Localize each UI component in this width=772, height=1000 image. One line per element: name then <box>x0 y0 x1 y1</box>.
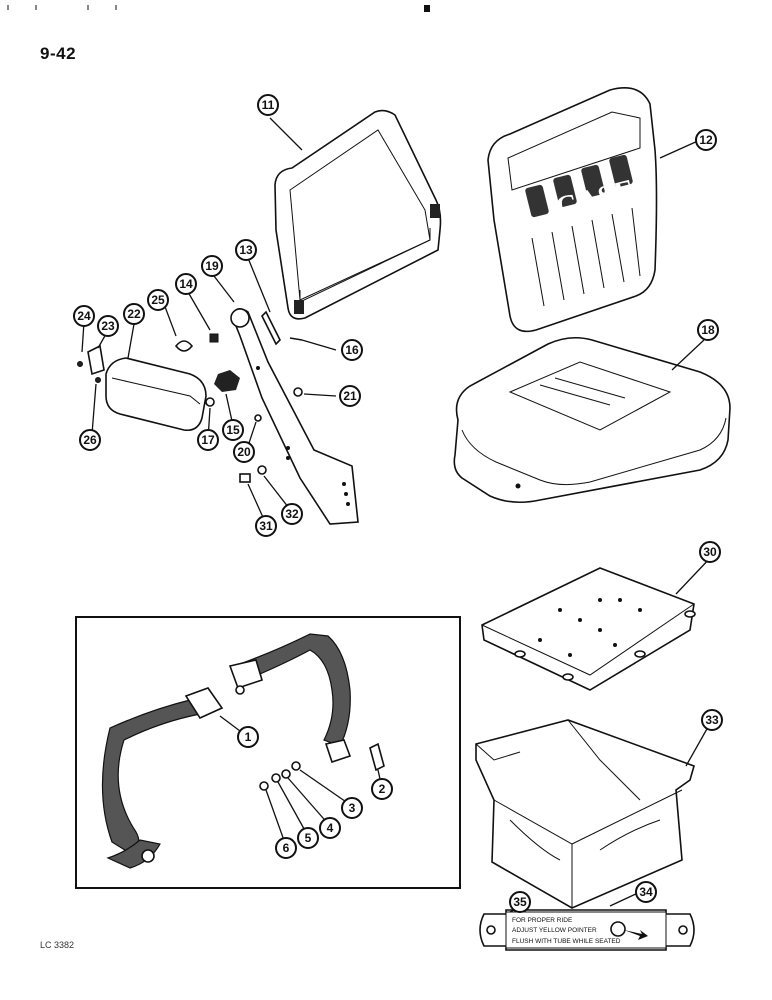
seat-belt-inset <box>75 616 461 889</box>
svg-text:32: 32 <box>285 507 299 521</box>
svg-text:18: 18 <box>701 323 715 337</box>
svg-text:21: 21 <box>343 389 357 403</box>
callout-5: 5 <box>297 827 319 849</box>
callout-16: 16 <box>341 339 363 361</box>
decal-line-3: FLUSH WITH TUBE WHILE SEATED <box>512 938 621 945</box>
callout-22: 22 <box>123 303 145 325</box>
svg-text:31: 31 <box>259 519 273 533</box>
svg-text:11: 11 <box>262 98 275 112</box>
decal-line-2: ADJUST YELLOW POINTER <box>512 927 597 934</box>
svg-text:17: 17 <box>201 433 215 447</box>
svg-text:25: 25 <box>151 293 165 307</box>
page-number: 9-42 <box>40 44 77 63</box>
callout-14: 14 <box>175 273 197 295</box>
svg-text:19: 19 <box>205 259 219 273</box>
callout-32: 32 <box>281 503 303 525</box>
callout-35: 35 <box>509 891 531 913</box>
callout-3: 3 <box>341 797 363 819</box>
top-edge-marks <box>0 0 772 12</box>
callout-31: 31 <box>255 515 277 537</box>
callout-30: 30 <box>699 541 721 563</box>
decal-line-1: FOR PROPER RIDE <box>512 917 573 924</box>
callout-26: 26 <box>79 429 101 451</box>
svg-text:15: 15 <box>226 423 240 437</box>
armrest-pad <box>105 357 207 432</box>
svg-text:5: 5 <box>305 831 312 845</box>
callout-11: 11 <box>257 94 279 116</box>
callout-15: 15 <box>222 419 244 441</box>
seat-base-plate <box>481 567 696 691</box>
svg-text:12: 12 <box>699 133 713 147</box>
svg-text:34: 34 <box>639 885 653 899</box>
svg-text:23: 23 <box>101 319 115 333</box>
callout-2: 2 <box>371 778 393 800</box>
svg-text:22: 22 <box>127 307 141 321</box>
callout-21: 21 <box>339 385 361 407</box>
svg-text:3: 3 <box>349 801 356 815</box>
seat-cushion <box>453 336 731 504</box>
callout-20: 20 <box>233 441 255 463</box>
callout-1: 1 <box>237 726 259 748</box>
svg-text:1: 1 <box>245 730 252 744</box>
callout-4: 4 <box>319 817 341 839</box>
svg-text:4: 4 <box>327 821 334 835</box>
callout-33: 33 <box>701 709 723 731</box>
svg-text:16: 16 <box>345 343 359 357</box>
svg-text:6: 6 <box>283 841 290 855</box>
svg-text:26: 26 <box>83 433 97 447</box>
callout-19: 19 <box>201 255 223 277</box>
callout-6: 6 <box>275 837 297 859</box>
svg-text:2: 2 <box>379 782 386 796</box>
svg-text:30: 30 <box>703 545 717 559</box>
callout-34: 34 <box>635 881 657 903</box>
callout-12: 12 <box>695 129 717 151</box>
seat-boot <box>475 719 695 909</box>
callout-23: 23 <box>97 315 119 337</box>
callout-24: 24 <box>73 305 95 327</box>
ride-decal: FOR PROPER RIDE ADJUST YELLOW POINTER FL… <box>479 909 695 951</box>
callout-18: 18 <box>697 319 719 341</box>
svg-text:33: 33 <box>705 713 719 727</box>
armrest-bracket <box>230 308 359 525</box>
svg-text:35: 35 <box>513 895 527 909</box>
svg-text:13: 13 <box>239 243 253 257</box>
callout-13: 13 <box>235 239 257 261</box>
callout-17: 17 <box>197 429 219 451</box>
backrest-cushion: CASE <box>487 87 658 333</box>
svg-text:20: 20 <box>237 445 251 459</box>
svg-text:14: 14 <box>179 277 193 291</box>
backrest-shell <box>274 109 442 320</box>
callout-25: 25 <box>147 289 169 311</box>
drawing-code: LC 3382 <box>40 940 75 950</box>
armrest-hardware <box>77 333 303 483</box>
svg-text:24: 24 <box>77 309 91 323</box>
